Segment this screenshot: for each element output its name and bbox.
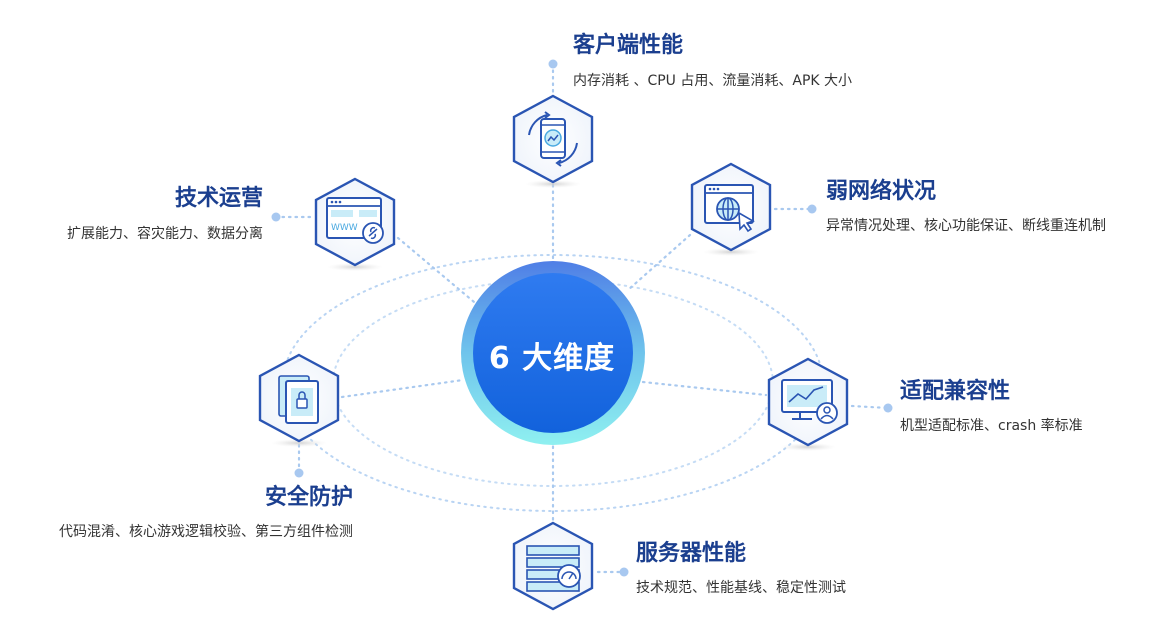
phone-chart-icon: [528, 111, 578, 167]
node-tech-operations: WWW: [314, 177, 396, 271]
node-compatibility: [767, 357, 849, 451]
dot-compat: [883, 403, 893, 413]
title-security: 安全防护: [264, 485, 353, 510]
browser-globe-icon: [704, 184, 755, 233]
svg-text:WWW: WWW: [331, 223, 358, 233]
title-client-performance: 客户端性能: [573, 33, 684, 58]
desc-security: 代码混淆、核心游戏逻辑校验、第三方组件检测: [59, 524, 353, 540]
node-client-performance: [512, 94, 594, 188]
title-server-performance: 服务器性能: [636, 541, 747, 566]
server-gauge-icon: [526, 545, 581, 592]
browser-link-icon: WWW: [326, 197, 384, 244]
title-compatibility: 适配兼容性: [900, 379, 1011, 404]
desc-compatibility: 机型适配标准、crash 率标准: [900, 418, 1083, 434]
connector-compat: [641, 380, 768, 397]
connector-ops: [396, 236, 482, 309]
node-weak-network: [690, 162, 772, 256]
dot-server: [619, 567, 629, 577]
tablet-lock-icon: [278, 375, 319, 424]
dot-ops: [271, 212, 281, 222]
connector-security: [340, 378, 465, 399]
desc-tech-operations: 扩展能力、容灾能力、数据分离: [67, 226, 263, 242]
desc-client-performance: 内存消耗 、CPU 占用、流量消耗、APK 大小: [573, 73, 853, 89]
dot-network: [807, 204, 817, 214]
monitor-user-icon: [781, 379, 838, 424]
node-security: [258, 353, 340, 447]
desc-server-performance: 技术规范、性能基线、稳定性测试: [636, 580, 846, 596]
dot-client: [548, 59, 558, 69]
title-tech-operations: 技术运营: [174, 186, 263, 211]
label-line-compat: [850, 404, 890, 410]
connector-network: [626, 233, 692, 292]
core-circle: [473, 273, 633, 433]
desc-weak-network: 异常情况处理、核心功能保证、断线重连机制: [826, 218, 1106, 234]
dot-security: [294, 468, 304, 478]
center-label: 6 大维度: [488, 341, 616, 376]
title-weak-network: 弱网络状况: [826, 179, 937, 204]
node-server-performance: [512, 521, 594, 611]
